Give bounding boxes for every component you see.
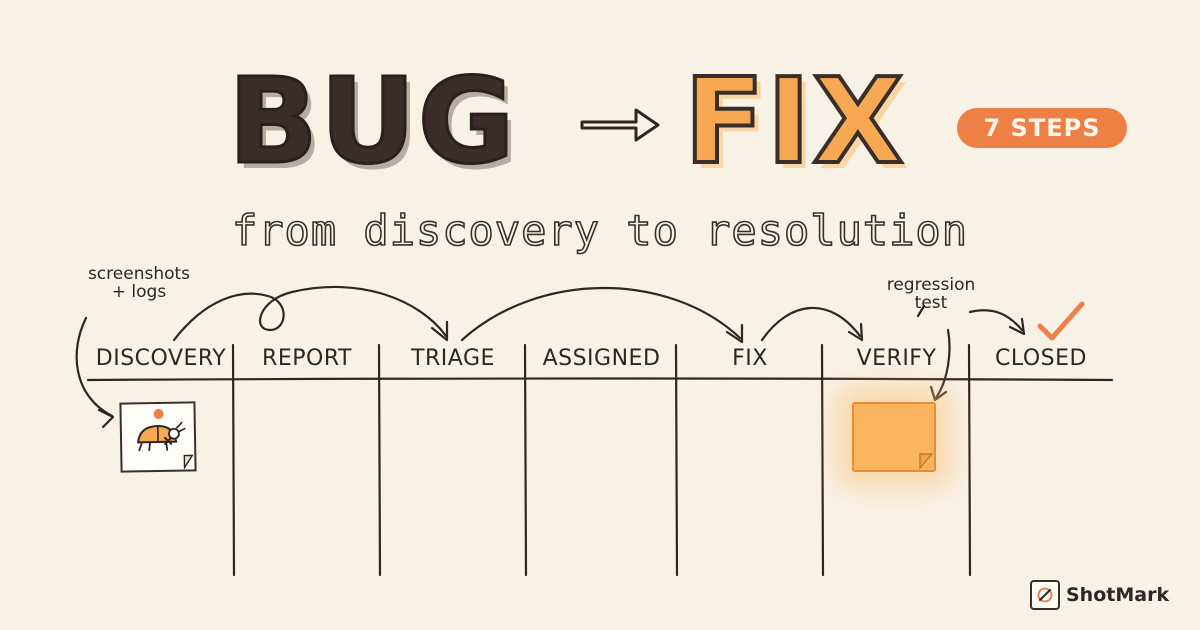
column-divider <box>820 343 825 577</box>
arrowhead <box>430 320 449 342</box>
brand-name: ShotMark <box>1066 584 1170 606</box>
stage-label-triage: TRIAGE <box>411 346 495 371</box>
sticky-corner-fold <box>919 453 934 470</box>
note-regression-test: regression test <box>886 275 976 313</box>
column-divider <box>231 343 236 577</box>
bug-icon <box>136 408 194 470</box>
arrowhead <box>725 323 744 344</box>
sticky-note-verify <box>852 402 936 472</box>
stage-label-verify: VERIFY <box>856 346 937 371</box>
title-bug: BUG <box>227 52 517 190</box>
note-screenshots-logs: screenshots + logs <box>87 264 191 302</box>
column-divider <box>674 343 679 577</box>
checkmark-icon <box>1037 301 1085 341</box>
stage-label-discovery: DISCOVERY <box>95 346 227 371</box>
arrow-discovery-to-triage <box>172 285 448 342</box>
title-fix: FIX <box>682 52 906 190</box>
sketch-tick <box>916 304 926 318</box>
right-arrow-icon <box>580 108 660 142</box>
stage-label-report: REPORT <box>262 346 352 371</box>
arrowhead <box>929 385 948 402</box>
stage-label-fix: FIX <box>732 346 768 371</box>
arrow-test-to-sticky <box>934 328 951 400</box>
shotmark-logo-icon <box>1030 580 1060 610</box>
arrowhead <box>847 322 864 342</box>
brand-logo: ShotMark <box>1030 580 1169 610</box>
arrow-test-to-closed <box>968 309 1024 332</box>
arrowhead <box>97 408 115 429</box>
column-divider <box>523 343 528 577</box>
stage-label-closed: CLOSED <box>995 346 1087 371</box>
arrow-fix-to-verify <box>760 306 862 342</box>
arrowhead <box>1008 317 1026 336</box>
arrow-notes-to-sticky <box>75 316 114 418</box>
stage-label-assigned: ASSIGNED <box>542 346 661 371</box>
sticky-note-bug <box>119 401 197 473</box>
column-divider <box>967 343 972 577</box>
column-divider <box>377 343 382 577</box>
board-horizontal-line <box>86 377 1114 382</box>
steps-badge: 7 STEPS <box>957 108 1127 148</box>
arrow-triage-to-fix <box>460 287 742 342</box>
subtitle: from discovery to resolution <box>231 205 968 256</box>
